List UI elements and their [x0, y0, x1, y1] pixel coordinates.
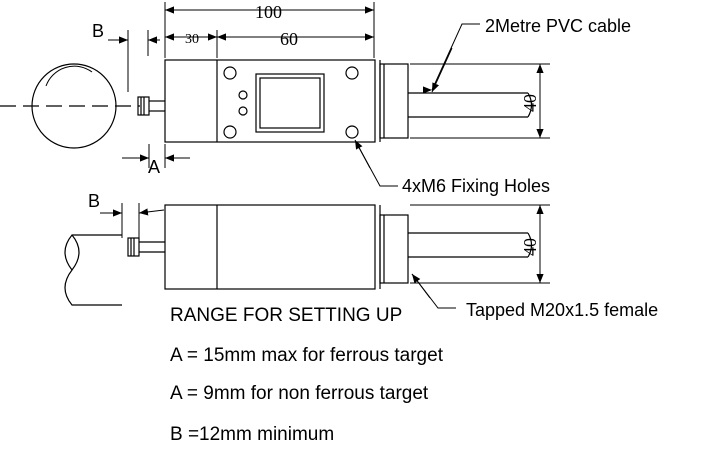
dim-a-label: A	[148, 157, 160, 177]
top-view	[0, 59, 533, 149]
dim-30-label: 30	[185, 32, 199, 47]
notes-heading: RANGE FOR SETTING UP	[170, 305, 403, 326]
dim-60-label: 60	[280, 29, 298, 49]
note-a-ferrous: A = 15mm max for ferrous target	[170, 345, 443, 366]
callout-cable: 2Metre PVC cable	[485, 16, 631, 36]
note-a-nonferrous: A = 9mm for non ferrous target	[170, 383, 429, 404]
bottom-dimensions	[100, 203, 550, 309]
callout-thread: Tapped M20x1.5 female	[466, 300, 658, 320]
sensor-body-top	[164, 59, 376, 143]
leader-cable	[431, 23, 480, 91]
led-indicator	[238, 106, 248, 116]
fixing-hole	[345, 66, 359, 80]
led-indicator	[238, 90, 248, 100]
fixing-hole	[223, 125, 237, 139]
note-b: B =12mm minimum	[170, 424, 335, 445]
leader-fixing-holes	[355, 141, 398, 187]
fixing-hole	[223, 66, 237, 80]
dim-b-bottom-label: B	[88, 191, 100, 211]
bottom-view	[64, 204, 533, 306]
dim-40-bottom-label: 40	[520, 238, 540, 256]
callout-fixing-holes: 4xM6 Fixing Holes	[402, 176, 550, 196]
sensor-body-bottom	[164, 204, 376, 290]
shaft-target	[64, 234, 122, 306]
display-window	[255, 73, 325, 133]
dim-40-top-label: 40	[520, 94, 540, 112]
top-dimensions	[108, 2, 550, 187]
cable-gland-bottom	[379, 214, 409, 284]
leader-thread	[411, 273, 456, 309]
dim-100-label: 100	[255, 2, 282, 22]
dim-b-top-label: B	[92, 21, 104, 41]
fixing-hole	[345, 125, 359, 139]
cable-gland-top	[379, 63, 409, 139]
